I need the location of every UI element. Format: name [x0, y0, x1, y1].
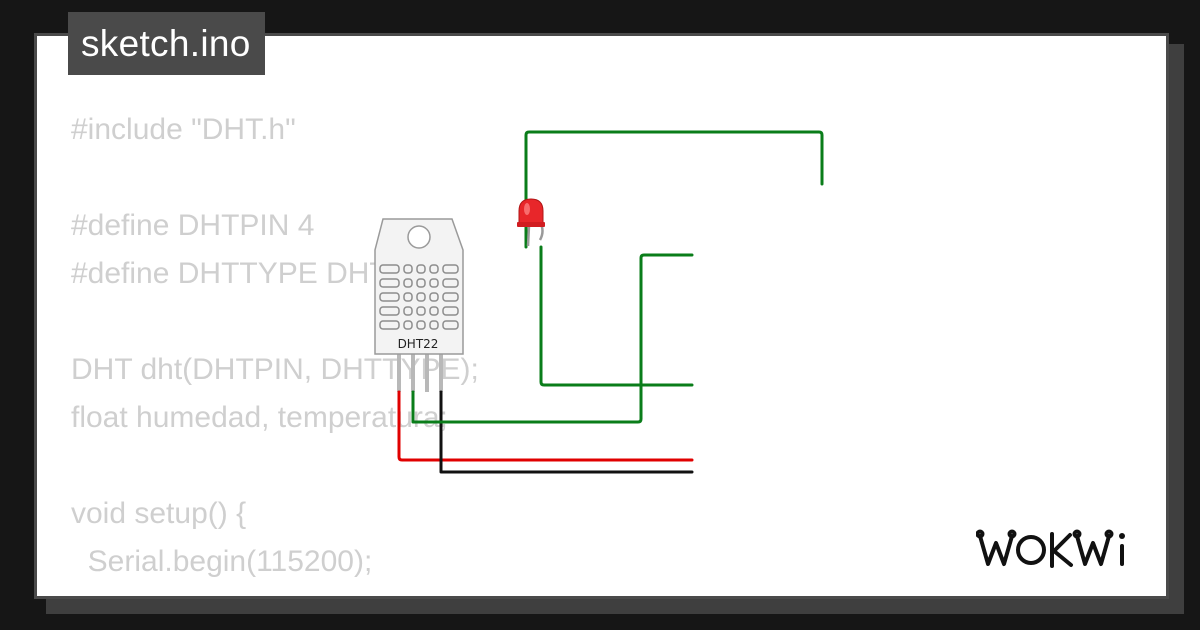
code-line: Serial.begin(115200);: [71, 545, 373, 578]
wokwi-logo: [975, 526, 1152, 576]
led-leg: [526, 225, 531, 247]
code-editor: #include "DHT.h"#define DHTPIN 4#define …: [71, 106, 506, 596]
sensor-mount-hole: [407, 225, 431, 249]
wire-led-cathode[interactable]: [539, 245, 694, 387]
sensor-pin-vcc: [397, 352, 401, 392]
circuit-diagram: DHT22: [374, 130, 824, 474]
wokwi-logo-icon: [975, 529, 1125, 568]
code-line: void setup() {: [71, 497, 247, 530]
led-rim: [517, 222, 545, 227]
sensor-pin-data: [411, 352, 415, 392]
sensor-pin-gnd: [439, 352, 443, 392]
led-dome: [518, 198, 544, 226]
file-tab[interactable]: sketch.ino: [68, 12, 265, 75]
wire-data[interactable]: [411, 253, 694, 424]
wire-gnd[interactable]: [439, 390, 694, 474]
wire-vcc[interactable]: [397, 390, 694, 462]
preview-card: #include "DHT.h"#define DHTPIN 4#define …: [34, 33, 1169, 599]
dht22-sensor[interactable]: DHT22: [374, 218, 464, 392]
code-line: float humedad, temperatura;: [71, 401, 448, 434]
sensor-label: DHT22: [398, 337, 439, 351]
led-highlight: [524, 203, 530, 215]
code-line: #define DHTPIN 4: [71, 209, 315, 242]
sensor-pin-nc: [425, 352, 429, 392]
wire-led-anode[interactable]: [524, 130, 824, 249]
red-led[interactable]: [517, 198, 545, 247]
code-line: Serial.println("DHT22 sensor!");: [71, 586, 506, 596]
code-line: #include "DHT.h": [71, 113, 296, 146]
sensor-grille: [379, 264, 459, 330]
